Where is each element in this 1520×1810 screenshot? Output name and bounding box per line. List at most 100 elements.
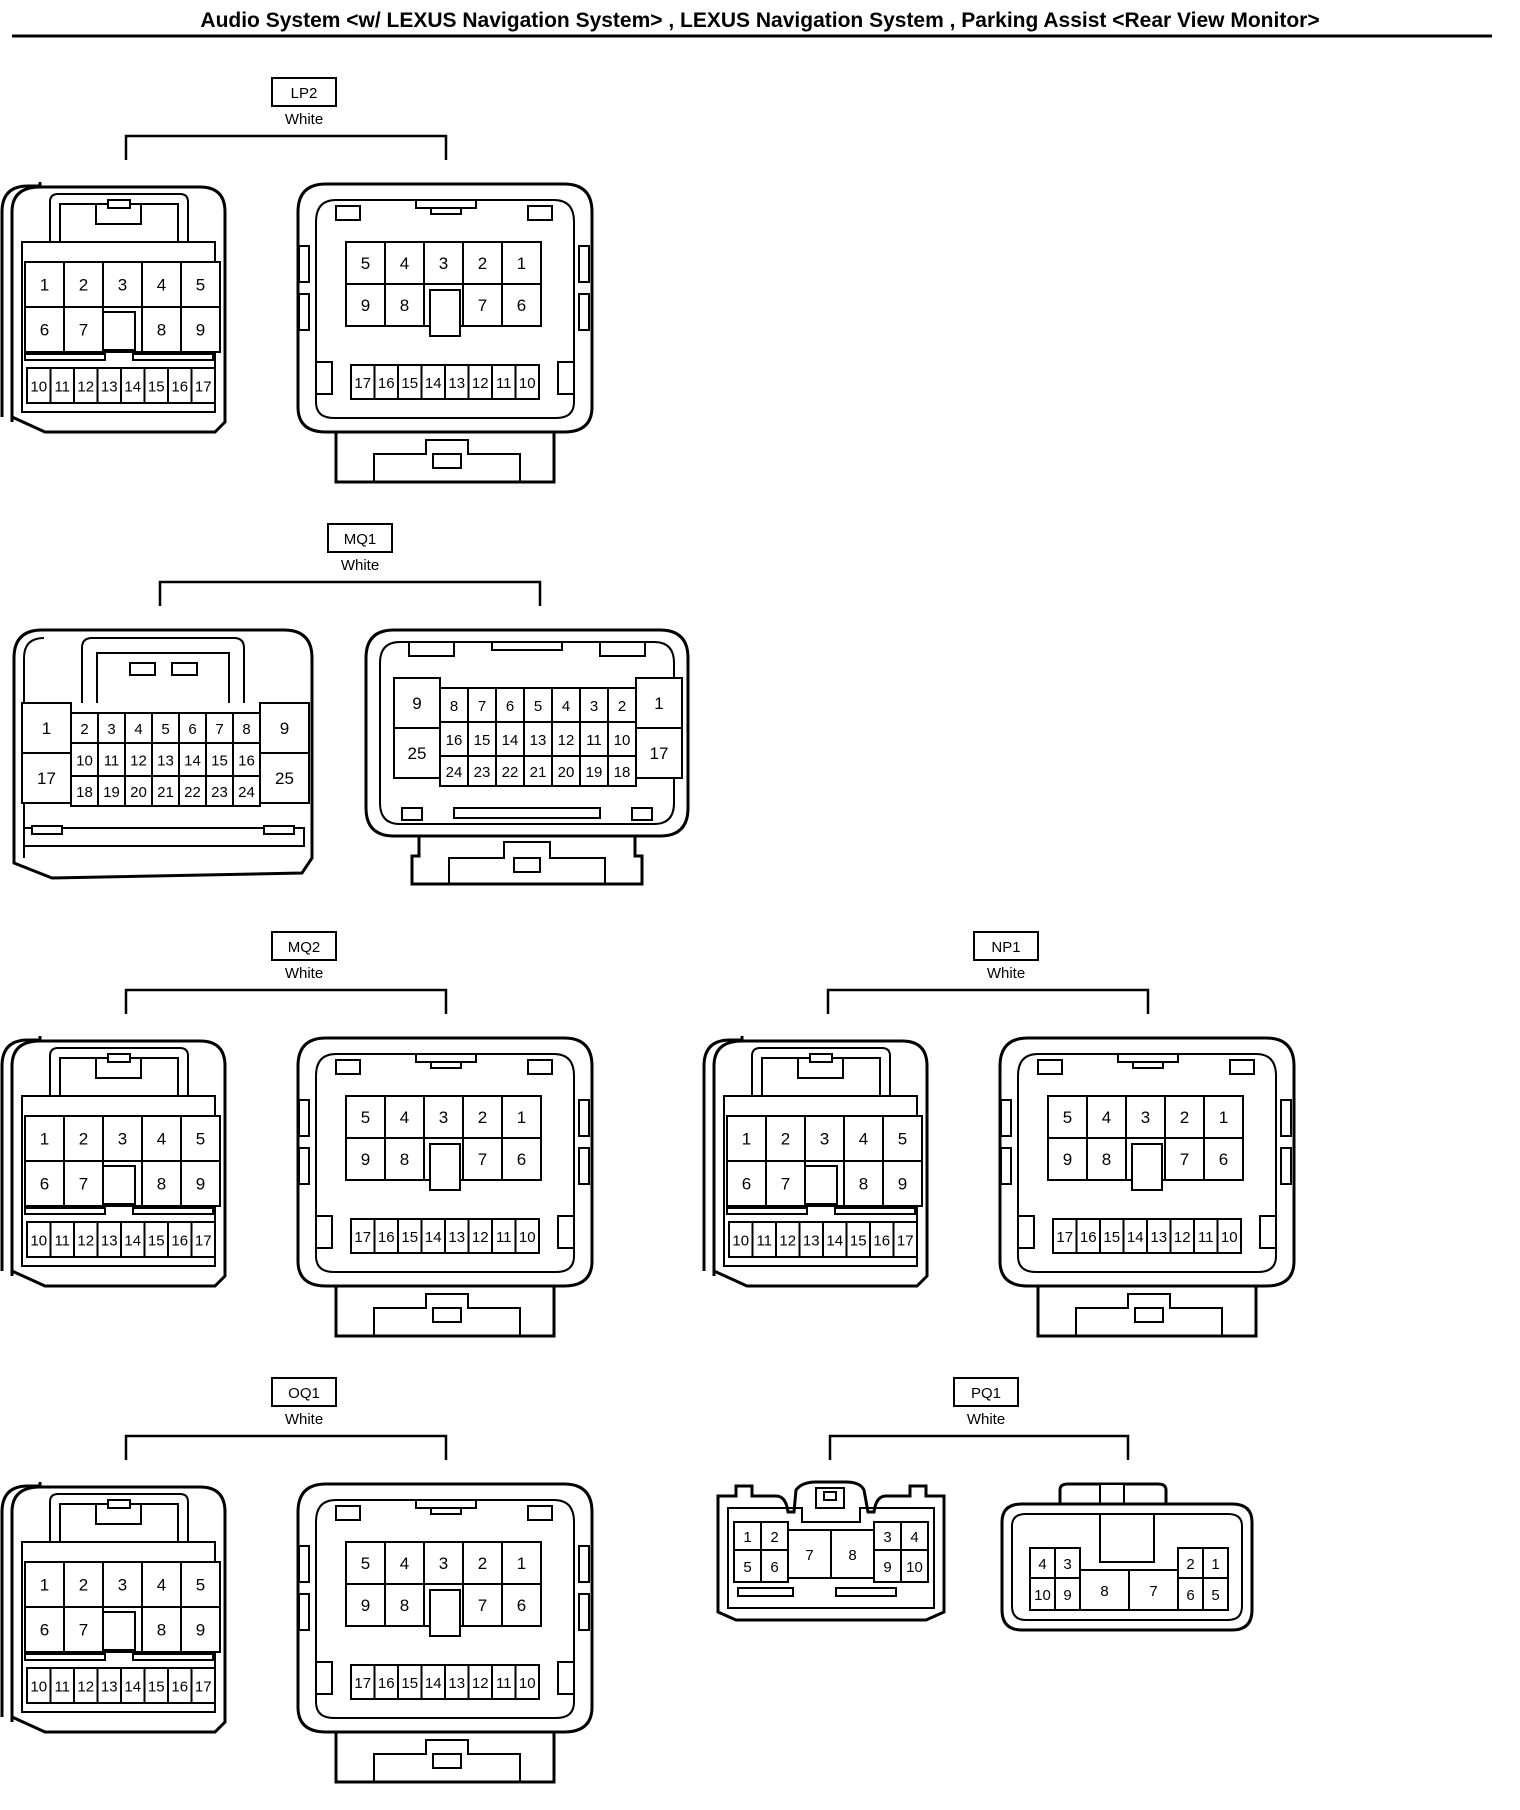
connector-color: White	[285, 965, 323, 982]
pin-number: 8	[400, 296, 409, 315]
side-latch	[1000, 1147, 1012, 1185]
side-latch	[298, 1593, 310, 1631]
divider	[24, 1207, 106, 1215]
pin-number: 12	[472, 1675, 489, 1692]
pin-number: 7	[478, 698, 486, 715]
pin-number: 24	[446, 764, 463, 781]
pin-number: 11	[1198, 1229, 1214, 1246]
connector-outline	[373, 439, 521, 482]
pin-number: 2	[79, 1576, 88, 1595]
side-latch	[578, 1593, 590, 1631]
pin-number: 1	[1211, 1556, 1219, 1573]
pin-number: 6	[40, 1621, 49, 1640]
pin-number: 10	[30, 1233, 47, 1250]
pin-cell	[345, 1583, 386, 1627]
pin-number: 18	[76, 784, 93, 801]
pin-number: 18	[614, 764, 631, 781]
pin-cell	[523, 721, 553, 757]
pin-cell	[24, 1115, 65, 1162]
pin-number: 1	[40, 1130, 49, 1149]
top-tab	[430, 1507, 462, 1515]
pin-number: 10	[519, 1675, 536, 1692]
pin-cell	[1177, 1577, 1204, 1611]
pin-cell	[141, 1160, 182, 1207]
side-latch	[298, 1147, 310, 1185]
pin-number: 5	[898, 1130, 907, 1149]
side-latch	[578, 1099, 590, 1137]
pin-number: 8	[859, 1175, 868, 1194]
connector-outline	[373, 1739, 521, 1782]
pin-number: 17	[897, 1233, 914, 1250]
pin-number: 15	[148, 1679, 165, 1696]
pin-cell	[1202, 1547, 1229, 1579]
pin-number: 5	[534, 698, 542, 715]
pin-number: 4	[400, 1554, 409, 1573]
side-latch	[315, 361, 333, 395]
pin-number: 5	[196, 276, 205, 295]
pin-number: 7	[79, 1621, 88, 1640]
connector-code: MQ2	[288, 939, 321, 956]
pin-cell	[345, 241, 386, 285]
clip	[1134, 1307, 1164, 1323]
pin-number: 5	[743, 1559, 751, 1576]
pin-number: 21	[530, 764, 547, 781]
connector-bracket	[124, 988, 448, 1014]
pin-number: 6	[1219, 1150, 1228, 1169]
connector-outline	[702, 1036, 744, 1271]
pin-number: 14	[425, 1675, 442, 1692]
side-latch	[557, 1661, 575, 1695]
pin-number: 12	[77, 379, 94, 396]
pin-number: 6	[517, 296, 526, 315]
pin-number: 1	[654, 694, 663, 713]
pin-cell	[141, 306, 182, 353]
divider	[726, 1207, 808, 1215]
pin-number: 6	[40, 1175, 49, 1194]
vent	[599, 641, 646, 657]
locking-tab	[809, 1053, 833, 1063]
pin-number: 9	[361, 296, 370, 315]
pin-cell	[384, 1095, 425, 1139]
pin-number: 8	[157, 1621, 166, 1640]
connector-outline	[334, 1732, 556, 1784]
top-tab	[491, 641, 563, 651]
vent	[527, 1505, 553, 1521]
vent	[527, 1059, 553, 1075]
side-latch	[1280, 1099, 1292, 1137]
pin-number: 1	[517, 254, 526, 273]
pin-cell	[141, 1561, 182, 1608]
connector-color: White	[987, 965, 1025, 982]
pin-number: 2	[618, 698, 626, 715]
pin-cell	[1054, 1577, 1081, 1611]
side-latch	[298, 293, 310, 331]
pin-cell	[462, 241, 503, 285]
pin-cell	[1125, 1095, 1166, 1139]
pin-number: 20	[130, 784, 147, 801]
pin-cell	[232, 775, 261, 807]
pin-number: 5	[1211, 1587, 1219, 1604]
pin-number: 3	[439, 1108, 448, 1127]
pin-number: 5	[196, 1576, 205, 1595]
pin-number: 5	[1063, 1108, 1072, 1127]
pin-number: 11	[496, 1675, 512, 1692]
connector-color: White	[341, 557, 379, 574]
pin-number: 10	[732, 1233, 749, 1250]
connector-bracket	[828, 1434, 1130, 1460]
locking-tab	[107, 1053, 131, 1063]
pin-number: 16	[873, 1233, 890, 1250]
pin-number: 14	[425, 1229, 442, 1246]
pin-cell	[495, 721, 525, 757]
connector-outline	[334, 1286, 556, 1338]
connector-bracket	[158, 580, 542, 606]
top-tab	[1132, 1061, 1164, 1069]
pin-number: 3	[118, 1576, 127, 1595]
pin-number: 4	[562, 698, 570, 715]
pin-number: 7	[1180, 1150, 1189, 1169]
pin-number: 1	[743, 1529, 751, 1546]
pin-number: 22	[184, 784, 201, 801]
pin-cell	[1047, 1137, 1088, 1181]
connector-bracket	[124, 134, 448, 160]
